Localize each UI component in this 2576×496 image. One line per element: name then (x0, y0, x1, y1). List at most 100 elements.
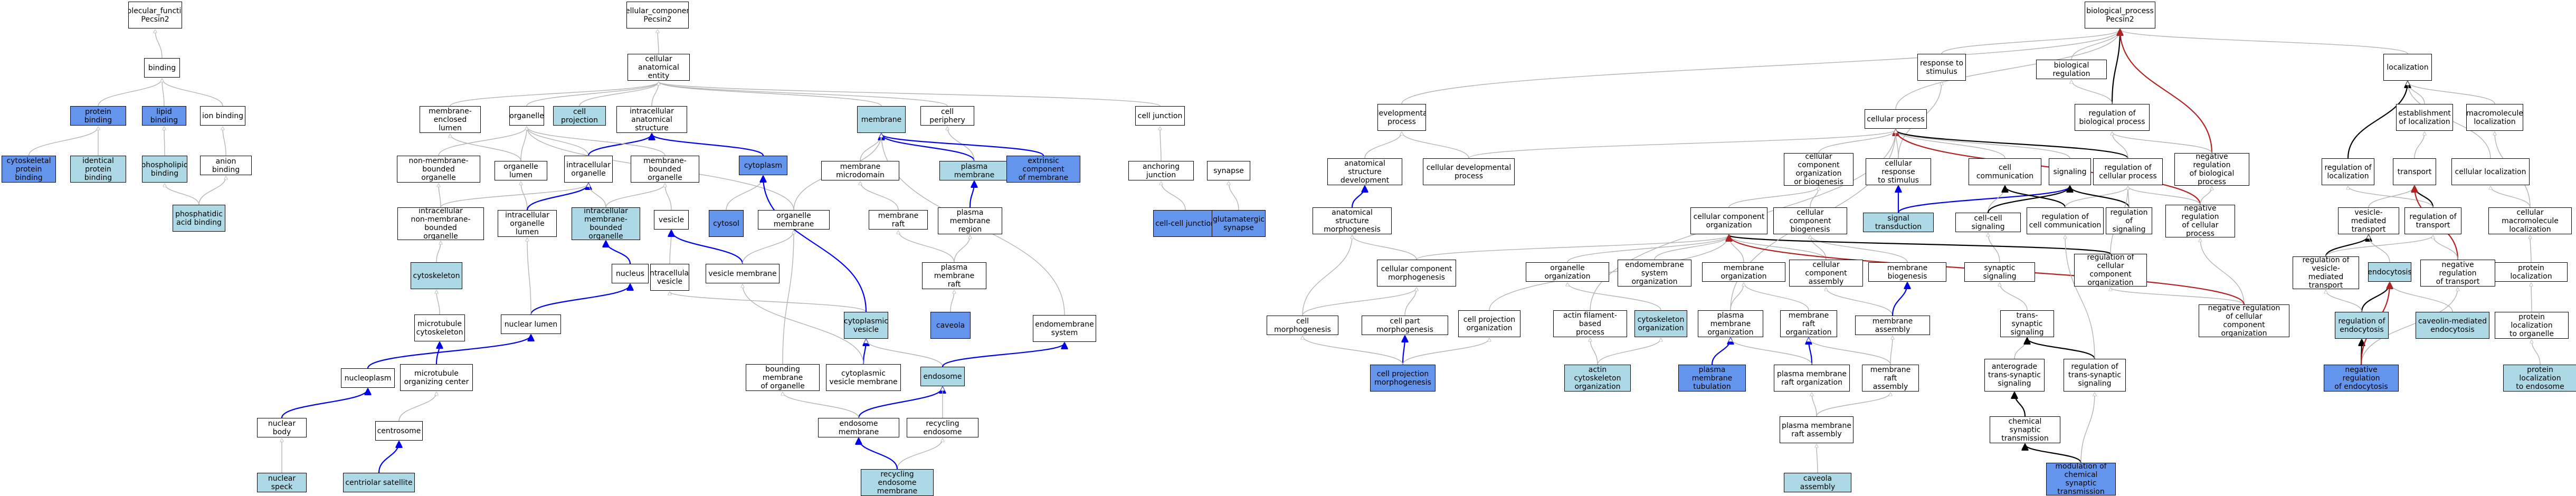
go-term-membraneorg[interactable]: membrane organization (1702, 262, 1785, 282)
go-term-synapse[interactable]: synapse (1207, 161, 1250, 180)
go-term-membmicro[interactable]: membrane microdomain (821, 161, 899, 180)
go-term-regtransport[interactable]: regulation of transport (2404, 207, 2461, 234)
go-term-nuclumen[interactable]: nuclear lumen (501, 314, 561, 334)
go-term-anatmorph[interactable]: anatomical structure morphogenesis (1313, 207, 1392, 234)
go-term-ccbiogen[interactable]: cellular component biogenesis (1773, 207, 1847, 234)
go-term-respstim[interactable]: response to stimulus (1917, 54, 1966, 81)
go-term-cytovesicle[interactable]: cytoplasmic vesicle (844, 312, 888, 339)
go-term-mtoc[interactable]: microtubule organizing center (400, 364, 473, 391)
go-term-protlocendo[interactable]: protein localization to endosome (2503, 365, 2576, 392)
go-term-ionbind[interactable]: ion binding (200, 106, 245, 126)
go-term-boundmemb[interactable]: bounding membrane of organelle (746, 364, 820, 391)
go-term-endocytosis[interactable]: endocytosis (2368, 262, 2411, 282)
go-term-cellmorph[interactable]: cell morphogenesis (1267, 316, 1338, 335)
go-term-extrinsic[interactable]: extrinsic component of membrane (1006, 156, 1080, 183)
go-term-lipidbind[interactable]: lipid binding (142, 106, 186, 126)
go-term-pmtubul[interactable]: plasma membrane tubulation (1678, 365, 1746, 392)
go-term-cellmacroloc[interactable]: cellular macromolecule localization (2488, 207, 2572, 234)
go-term-modchemsyn[interactable]: modulation of chemical synaptic transmis… (2046, 463, 2116, 495)
go-term-transport[interactable]: transport (2393, 158, 2436, 185)
go-term-protbind[interactable]: protein binding (70, 106, 126, 126)
go-term-regendo[interactable]: regulation of endocytosis (2335, 312, 2389, 339)
go-term-regbioproc[interactable]: regulation of biological process (2075, 104, 2150, 131)
go-term-celljunc2[interactable]: cell-cell junction (1153, 210, 1218, 237)
go-term-cae[interactable]: cellular anatomical entity (628, 54, 690, 81)
go-term-transsyn[interactable]: trans-synaptic signaling (2000, 310, 2054, 337)
go-term-endosome[interactable]: endosome (920, 367, 965, 386)
go-term-nucleus[interactable]: nucleus (612, 264, 649, 283)
go-term-recycendo[interactable]: recycling endosome (907, 418, 978, 437)
go-term-nucleoplasm[interactable]: nucleoplasm (341, 368, 395, 388)
go-term-intranonmem[interactable]: intracellular non-membrane-bounded organ… (397, 207, 484, 240)
go-term-membraft[interactable]: membrane raft (869, 210, 928, 230)
go-term-glutsyn[interactable]: glutamatergic synapse (1212, 210, 1266, 237)
go-term-cellprojorg[interactable]: cell projection organization (1458, 310, 1520, 337)
go-term-cellresp[interactable]: cellular response to stimulus (1866, 158, 1931, 185)
go-term-cellcomm[interactable]: cell communication (1969, 158, 2041, 185)
go-term-orglumen[interactable]: organelle lumen (495, 161, 547, 180)
go-term-intraorglumen[interactable]: intracellular organelle lumen (498, 210, 557, 237)
go-term-cc[interactable]: cellular_component Pecsin2 (626, 2, 689, 28)
go-term-synsig[interactable]: synaptic signaling (1964, 262, 2035, 282)
go-term-bp[interactable]: biological_process Pecsin2 (2085, 2, 2155, 28)
go-term-regccorg[interactable]: regulation of cellular component organiz… (2074, 254, 2147, 287)
go-term-caveolaassem[interactable]: caveola assembly (1784, 473, 1851, 492)
go-term-protlocorg[interactable]: protein localization to organelle (2495, 312, 2569, 339)
go-term-cellproc[interactable]: cellular process (1865, 109, 1927, 129)
go-term-celldev[interactable]: cellular developmental process (1423, 158, 1515, 185)
go-term-cellcellsig[interactable]: cell-cell signaling (1955, 213, 2021, 232)
go-term-devproc[interactable]: developmental process (1377, 104, 1426, 131)
go-term-vesictrans[interactable]: vesicle-mediated transport (2338, 207, 2399, 234)
go-term-negregcell[interactable]: negative regulation of cellular process (2165, 205, 2235, 237)
go-term-mel[interactable]: membrane-enclosed lumen (420, 106, 481, 133)
go-term-pmraft[interactable]: plasma membrane raft (922, 262, 986, 289)
go-term-regvesic[interactable]: regulation of vesicle-mediated transport (2293, 256, 2359, 289)
go-term-regtranssyn[interactable]: regulation of trans-synaptic signaling (2064, 359, 2126, 392)
go-term-localization[interactable]: localization (2383, 54, 2432, 81)
go-term-cytosol[interactable]: cytosol (709, 210, 744, 237)
go-term-membrane[interactable]: membrane (857, 106, 906, 133)
go-term-phosbind[interactable]: phospholipid binding (142, 156, 187, 183)
go-term-plasmemb[interactable]: plasma membrane (939, 161, 1009, 180)
go-term-identbind[interactable]: identical protein binding (70, 156, 126, 183)
go-term-ccorg[interactable]: cellular component organization (1690, 207, 1767, 234)
go-term-sigtrans[interactable]: signal transduction (1863, 213, 1934, 232)
go-term-negregendo[interactable]: negative regulation of endocytosis (2324, 365, 2399, 392)
go-term-anchjunc[interactable]: anchoring junction (1128, 161, 1194, 180)
go-term-ccmorph[interactable]: cellular component morphogenesis (1377, 260, 1456, 287)
go-term-anatdev[interactable]: anatomical structure development (1327, 158, 1402, 185)
go-term-negregbio[interactable]: negative regulation of biological proces… (2174, 153, 2249, 186)
go-term-membraftassem[interactable]: membrane raft assembly (1862, 365, 1919, 392)
go-term-cellprojmorph[interactable]: cell projection morphogenesis (1370, 365, 1436, 392)
go-term-celljunc[interactable]: cell junction (1135, 106, 1185, 126)
go-term-orgmemb[interactable]: organelle membrane (758, 210, 830, 230)
go-term-intravesicle[interactable]: intracellular vesicle (650, 264, 689, 291)
go-term-pmorg[interactable]: plasma membrane organization (1698, 310, 1763, 337)
go-term-bioreg[interactable]: biological regulation (2036, 60, 2107, 79)
go-term-cytoskelorg[interactable]: cytoskeleton organization (1634, 310, 1687, 337)
go-term-negregtrans[interactable]: negative regulation of transport (2420, 260, 2495, 287)
go-term-cytoskel[interactable]: cytoskeleton (411, 262, 462, 289)
go-term-nucbody[interactable]: nuclear body (257, 418, 307, 437)
go-term-centsat[interactable]: centriolar satellite (343, 473, 415, 492)
go-term-membbo[interactable]: membrane-bounded organelle (631, 156, 699, 183)
go-term-macroloc[interactable]: macromolecule localization (2466, 104, 2523, 131)
go-term-caveola[interactable]: caveola (930, 312, 971, 339)
go-term-intraorg[interactable]: intracellular organelle (564, 156, 613, 183)
go-term-signaling[interactable]: signaling (2049, 158, 2091, 185)
go-term-regcellcomm[interactable]: regulation of cell communication (2027, 207, 2104, 234)
go-term-pmraftorg[interactable]: plasma membrane raft organization (1774, 365, 1850, 392)
go-term-ccassembly[interactable]: cellular component assembly (1789, 260, 1863, 287)
go-term-vesmemb[interactable]: vesicle membrane (706, 264, 780, 283)
go-term-cytovesmemb[interactable]: cytoplasmic vesicle membrane (826, 364, 901, 391)
go-term-estloc[interactable]: establishment of localization (2396, 104, 2453, 131)
go-term-cavendo[interactable]: caveolin-mediated endocytosis (2416, 312, 2489, 339)
go-term-binding[interactable]: binding (144, 58, 180, 78)
go-term-phosacid[interactable]: phosphatidic acid binding (173, 205, 225, 232)
go-term-actincyto[interactable]: actin cytoskeleton organization (1564, 365, 1631, 392)
go-term-intramembbo[interactable]: intracellular membrane-bounded organelle (572, 207, 640, 240)
go-term-recycendomemb[interactable]: recycling endosome membrane (861, 469, 934, 496)
go-term-cellpartmorph[interactable]: cell part morphogenesis (1362, 316, 1448, 335)
go-term-orgorg[interactable]: organelle organization (1526, 262, 1609, 282)
go-term-vesicle[interactable]: vesicle (654, 210, 689, 230)
